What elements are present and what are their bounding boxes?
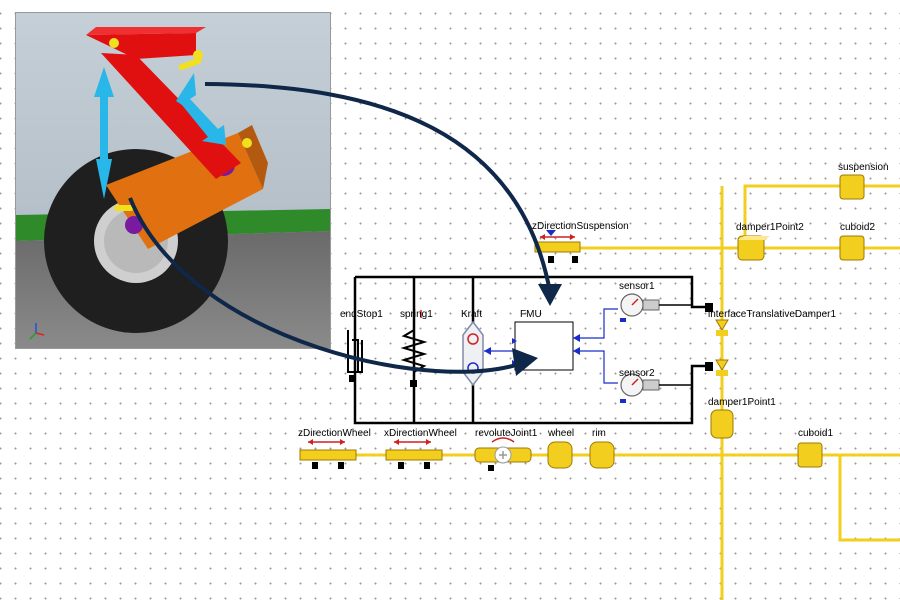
zDirectionWheel-component[interactable] [299, 439, 357, 469]
xDirectionWheel-component[interactable] [385, 439, 443, 469]
label-sensor1: sensor1 [619, 281, 655, 292]
cuboid2-component[interactable] [839, 235, 865, 261]
label-interfaceTranslativeDamper1: interfaceTranslativeDamper1 [708, 309, 836, 320]
suspension-3d-view [15, 12, 331, 349]
label-rim: rim [592, 428, 606, 439]
label-xDirectionWheel: xDirectionWheel [384, 428, 457, 439]
sensor1-component[interactable] [620, 293, 692, 322]
label-endStop1: endStop1 [340, 309, 383, 320]
fmu-block[interactable] [484, 308, 618, 384]
zDirectionSuspension-component[interactable] [534, 230, 581, 263]
sensor2-component[interactable] [620, 373, 692, 403]
joint-purple [125, 216, 143, 234]
suspension-component[interactable] [839, 174, 865, 200]
mapping-arrows [128, 82, 552, 374]
wheel-component[interactable] [547, 441, 573, 469]
axes-icon [29, 323, 45, 340]
label-zDirectionWheel: zDirectionWheel [298, 428, 371, 439]
suspension-3d-render [16, 13, 330, 348]
damper1Point2-component[interactable] [737, 235, 770, 261]
cuboid1-component[interactable] [797, 442, 823, 468]
label-cuboid1: cuboid1 [798, 428, 833, 439]
interface-translative-damper-component[interactable] [705, 303, 729, 376]
cyan-arrow-diagonal [176, 73, 226, 145]
kraft-component[interactable] [462, 320, 484, 387]
label-kraft: Kraft [461, 309, 482, 320]
mechanical-connections [300, 184, 900, 600]
revoluteJoint1-component[interactable] [474, 437, 532, 471]
endStop1-component[interactable] [347, 318, 363, 382]
arrow-head-top [538, 284, 562, 306]
damper1Point1-component[interactable] [710, 409, 734, 439]
label-wheel: wheel [547, 428, 574, 439]
label-cuboid2: cuboid2 [840, 222, 875, 233]
label-spring1: spring1 [400, 309, 433, 320]
label-damper1Point1: damper1Point1 [708, 397, 776, 408]
cyan-arrow-vertical [94, 67, 114, 199]
label-revoluteJoint1: revoluteJoint1 [475, 428, 538, 439]
label-suspension: suspension [838, 162, 889, 173]
label-damper1Point2: damper1Point2 [736, 222, 804, 233]
arrow-head-bottom [512, 348, 538, 376]
label-fmu: FMU [520, 309, 542, 320]
label-sensor2: sensor2 [619, 368, 655, 379]
label-zDirectionSuspension: zDirectionSuspension [532, 221, 629, 232]
rim-component[interactable] [589, 441, 615, 469]
